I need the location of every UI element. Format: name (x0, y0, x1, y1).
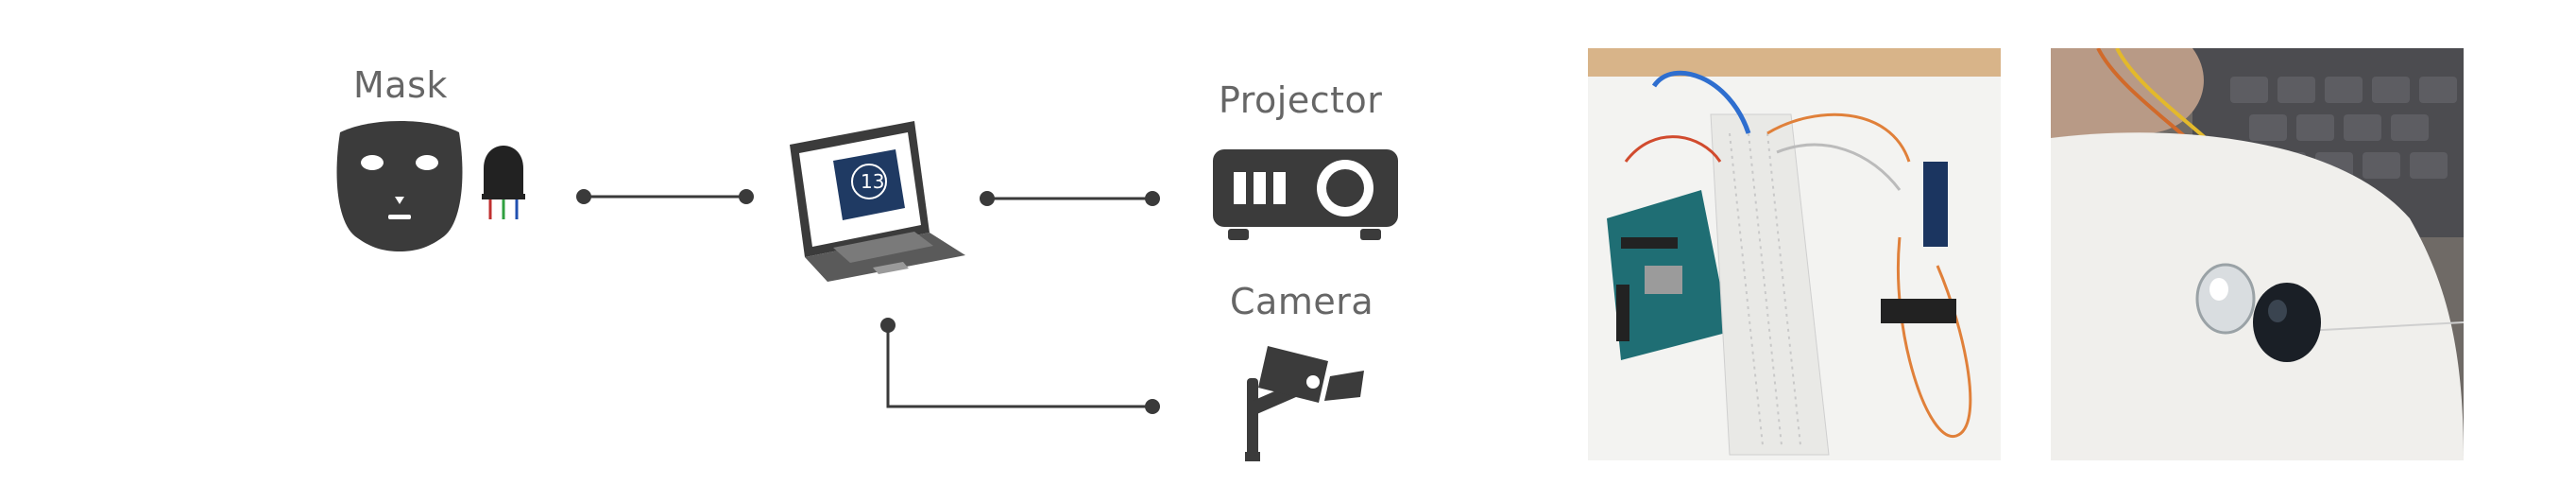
projector-label: Projector (1219, 79, 1383, 121)
mask-label: Mask (353, 64, 448, 106)
connector-laptop-projector (980, 191, 1160, 206)
connector-laptop-camera (880, 318, 1160, 414)
security-camera-icon (1245, 346, 1364, 461)
ir-sensor-icon (482, 146, 525, 219)
camera-label: Camera (1230, 281, 1374, 322)
laptop-icon: 13 (790, 121, 965, 282)
mask-icon (336, 121, 463, 251)
ir-sensor-closeup-photo (2051, 48, 2464, 460)
projector-icon (1213, 149, 1398, 240)
arduino-breadboard-wiring-photo (1588, 48, 2001, 460)
app-icon-text: 13 (861, 170, 884, 193)
connector-mask-laptop (576, 189, 754, 204)
